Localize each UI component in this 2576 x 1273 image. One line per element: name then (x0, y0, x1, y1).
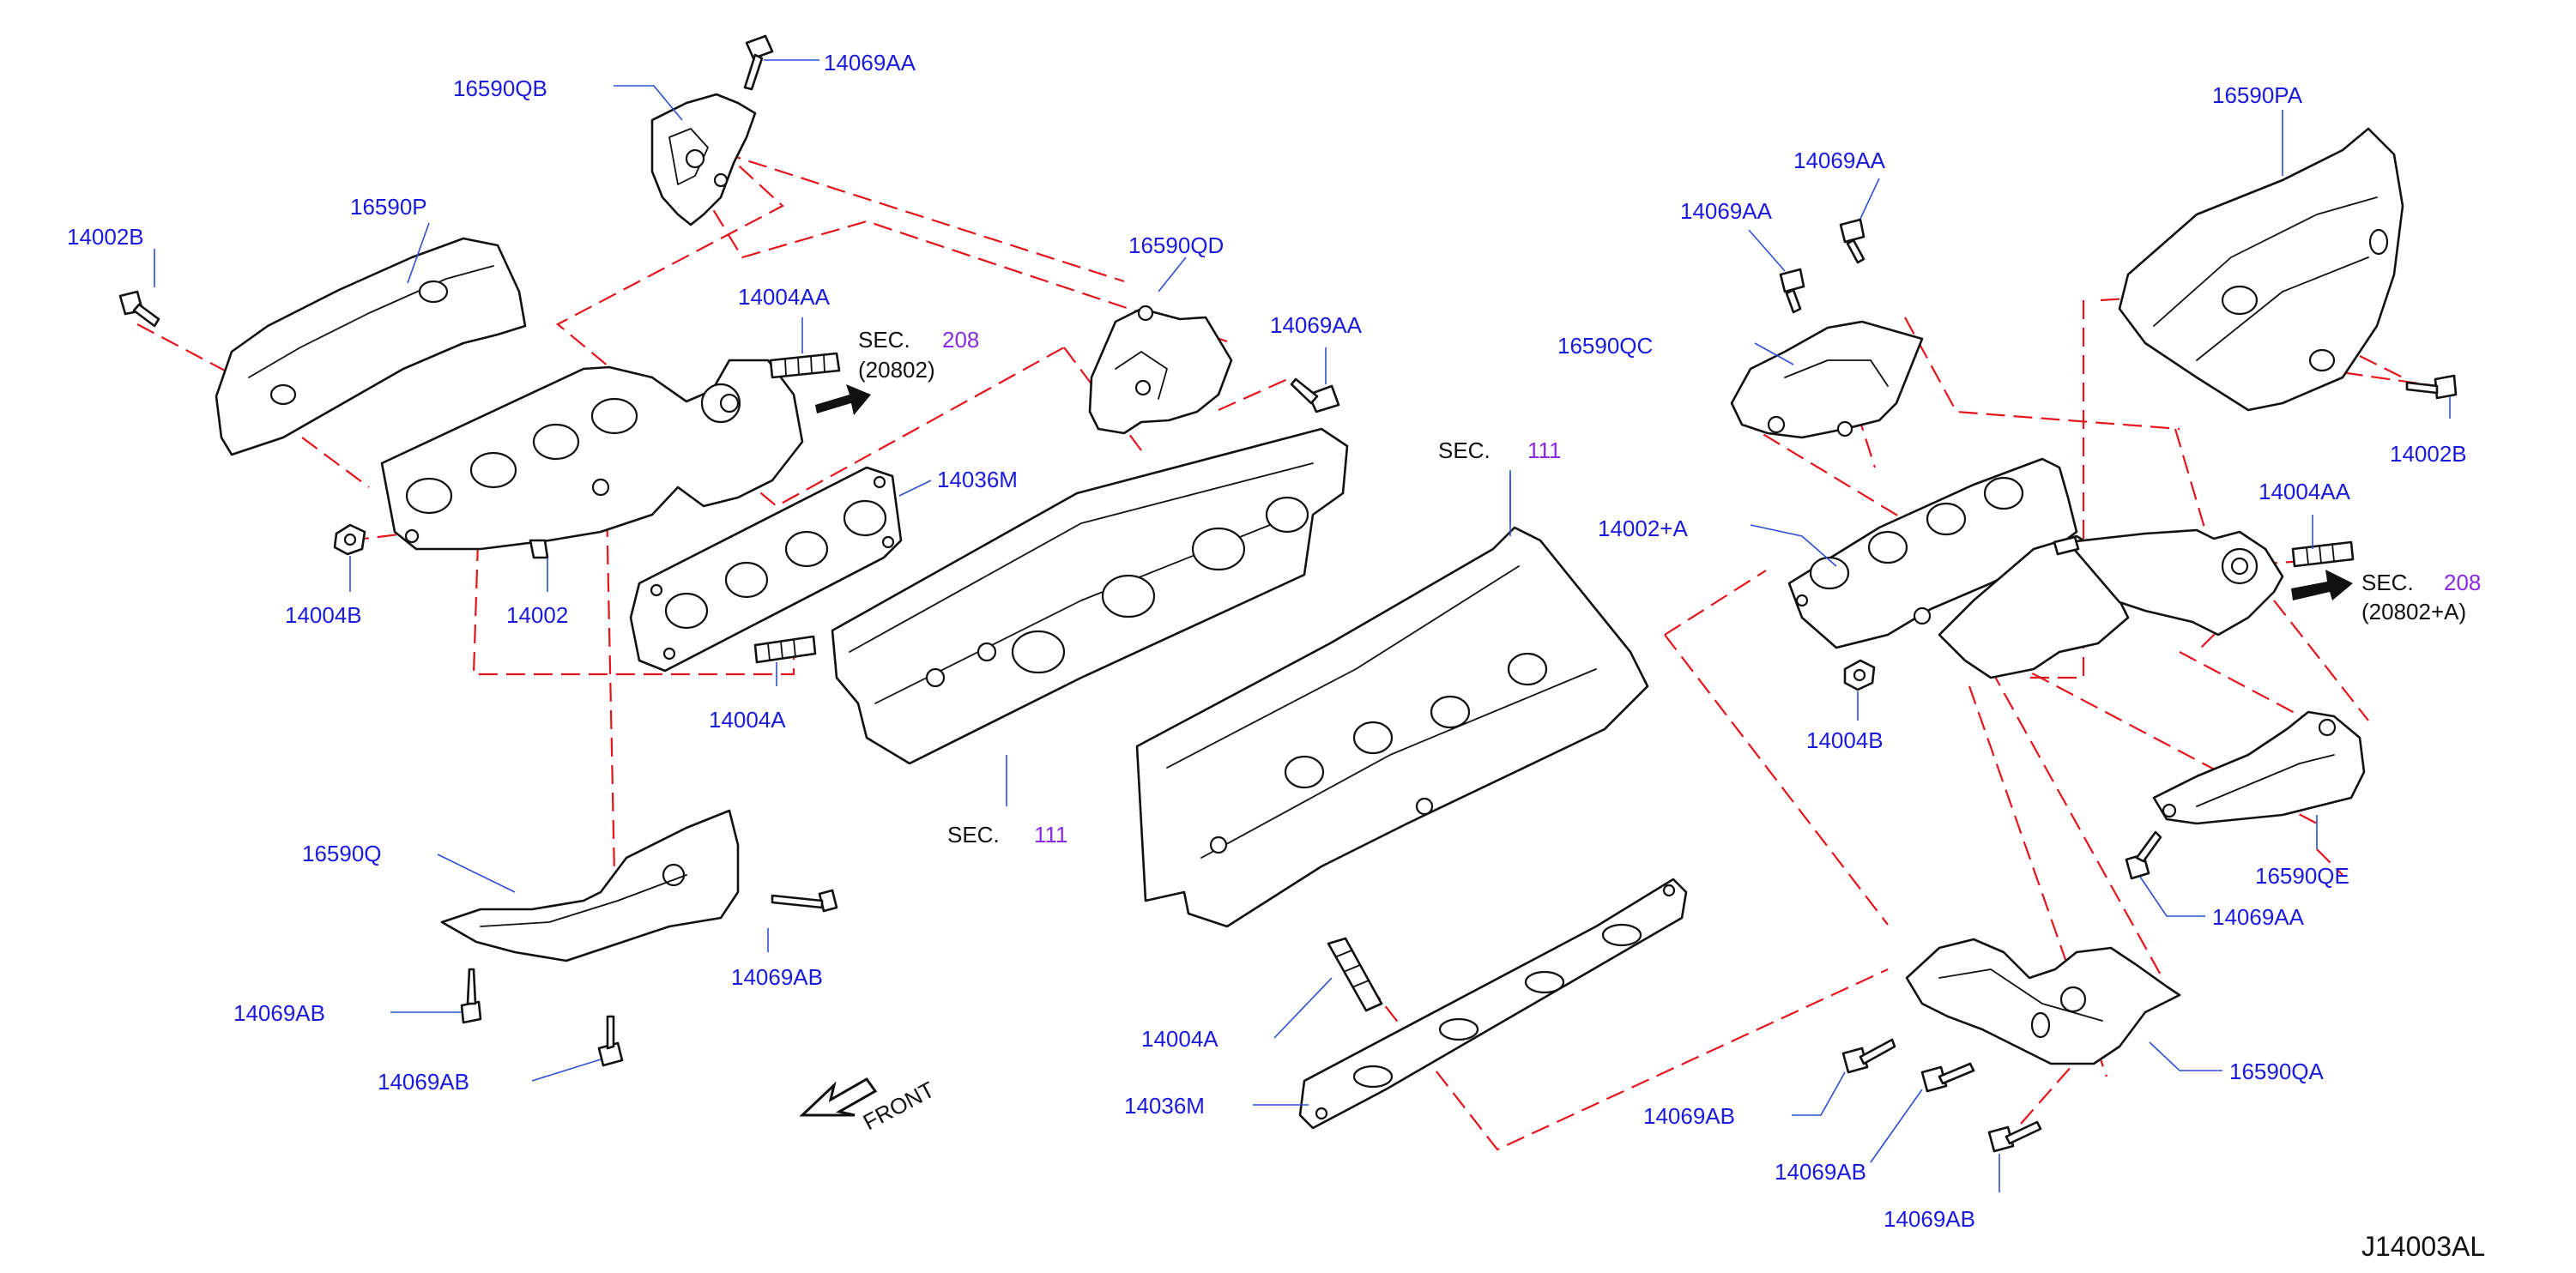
label-14069AB-e: 14069AB (1775, 1159, 1866, 1185)
nut-14004B-left (333, 523, 366, 556)
diagram-id: J14003AL (2361, 1231, 2485, 1262)
label-14002: 14002 (506, 602, 568, 628)
label-16590QA: 16590QA (2229, 1059, 2325, 1084)
label-14069AB-f: 14069AB (1884, 1206, 1975, 1232)
label-14004B-right: 14004B (1806, 727, 1884, 753)
exhaust-manifold-14002A (1787, 457, 2284, 679)
label-14069AA-mid: 14069AA (1270, 312, 1363, 338)
bolt-14069AB-d (1841, 1038, 1896, 1074)
nut-14004B-right (1843, 659, 1876, 691)
heat-insulator-16590QE (2152, 710, 2366, 825)
label-14069AB-b: 14069AB (378, 1069, 469, 1095)
label-14002B-right: 14002B (2390, 441, 2467, 467)
label-14069AA-r1: 14069AA (1793, 148, 1886, 173)
label-14069AA-r2: 14069AA (1680, 198, 1773, 224)
label-16590QB: 16590QB (453, 75, 547, 101)
bolt-14069AB-right-of-Q (771, 889, 838, 913)
bolt-14069AA-r3 (2125, 830, 2162, 880)
bolt-14069AB-e (1920, 1062, 1975, 1093)
label-14004AA-left: 14004AA (738, 284, 831, 310)
leader-lines (154, 59, 2451, 1192)
bolt-14069AA-top (743, 34, 774, 91)
label-14002B-left: 14002B (67, 224, 144, 250)
label-14069AB-d: 14069AB (1643, 1103, 1735, 1129)
label-16590P: 16590P (350, 194, 427, 220)
label-14069AB-c: 14069AB (731, 964, 823, 990)
bolt-14069AB-f (1987, 1120, 2042, 1153)
bolt-14069AA-mid (1290, 377, 1340, 413)
label-14069AA-r3: 14069AA (2212, 904, 2305, 930)
front-arrow-icon (799, 1077, 878, 1117)
cylinder-head-right (1135, 526, 1649, 928)
bolt-14002B-left (118, 290, 160, 328)
cylinder-head-left (831, 427, 1349, 765)
label-14004A-left: 14004A (709, 707, 786, 733)
sec-208-right-ref: (20802+A) (2361, 599, 2466, 624)
label-16590QE: 16590QE (2255, 863, 2349, 889)
bolt-14069AA-r1 (1839, 218, 1865, 264)
label-16590QD: 16590QD (1128, 232, 1224, 258)
label-14004A-mid: 14004A (1141, 1026, 1218, 1052)
bolt-14069AB-a (460, 968, 482, 1024)
bolt-14069AA-r2 (1779, 268, 1805, 314)
label-16590Q: 16590Q (302, 841, 382, 866)
sec-208-left-ref: (20802) (858, 357, 935, 383)
gasket-14036M-top (629, 466, 903, 673)
label-16590QC: 16590QC (1557, 333, 1653, 359)
label-14036M-top: 14036M (937, 467, 1018, 492)
gasket-14036M-bottom (1298, 878, 1688, 1130)
label-16590PA: 16590PA (2212, 82, 2303, 108)
heat-insulator-16590P (215, 237, 527, 456)
label-14002A: 14002+A (1598, 516, 1688, 541)
stud-14004AA-left (769, 352, 841, 379)
heat-insulator-16590Q (440, 809, 740, 962)
sec-208-right-number: 208 (2444, 570, 2481, 595)
sec-208-right-prefix: SEC. (2361, 570, 2414, 595)
label-14036M-bottom: 14036M (1124, 1093, 1205, 1119)
stud-14004AA-right (2291, 540, 2355, 568)
sec-208-left-prefix: SEC. (858, 327, 910, 353)
heat-insulator-16590QB (650, 93, 757, 226)
arrow-to-sec-208-right (2291, 570, 2353, 600)
heat-insulator-16590QA (1905, 938, 2181, 1065)
bolt-14069AB-b (597, 1015, 624, 1067)
heat-insulator-16590PA (2118, 127, 2404, 412)
section-references: SEC. 208 (20802) SEC. 208 (20802+A) SEC.… (858, 327, 2481, 848)
stud-14004A-left (753, 635, 817, 664)
stud-14004A-mid (1327, 937, 1383, 1012)
label-14069AA-top: 14069AA (824, 50, 916, 75)
bolt-14002B-right (2405, 374, 2458, 400)
part-labels: 14069AA 16590QB 16590P 14002B 14004AA 16… (67, 50, 2467, 1232)
sec-208-left-number: 208 (942, 327, 979, 353)
exhaust-manifold-14002 (380, 359, 804, 559)
sec-111-top-prefix: SEC. (1438, 437, 1491, 463)
sec-111-mid-prefix: SEC. (947, 822, 1000, 848)
sec-111-top-number: 111 (1527, 437, 1562, 463)
arrow-to-sec-208-left (815, 384, 871, 415)
label-14069AB-a: 14069AB (233, 1000, 325, 1026)
heat-insulator-16590QD (1088, 305, 1233, 435)
sec-111-mid-number: 111 (1034, 822, 1068, 848)
label-14004B-left: 14004B (285, 602, 362, 628)
heat-insulator-16590QC (1730, 320, 1924, 439)
label-14004AA-right: 14004AA (2259, 479, 2351, 504)
